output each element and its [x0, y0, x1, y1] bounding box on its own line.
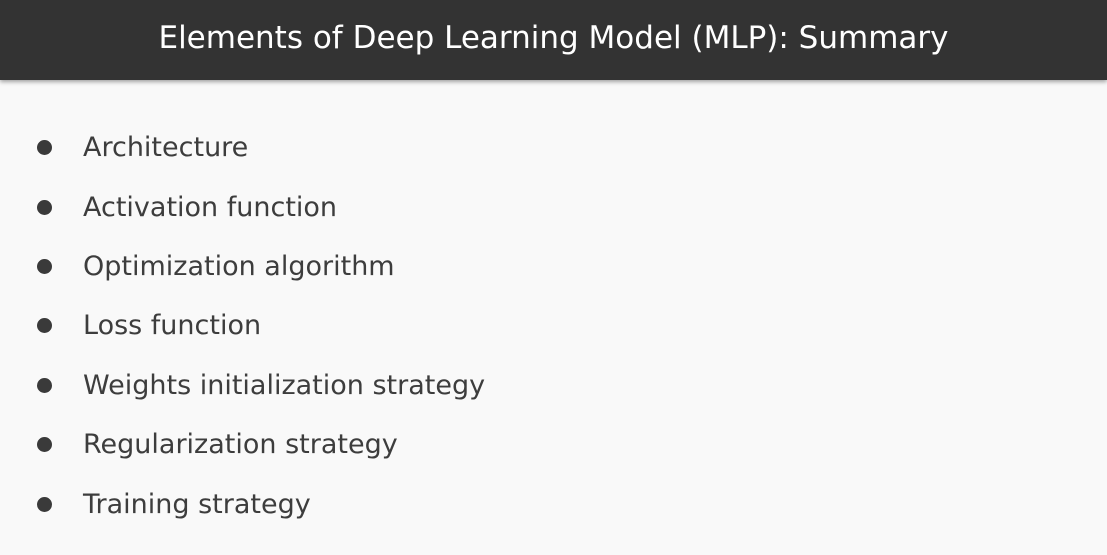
list-item-label: Training strategy: [83, 488, 311, 520]
bullet-dot-icon: [37, 496, 52, 512]
list-item-label: Loss function: [83, 310, 262, 342]
list-item-label: Architecture: [83, 132, 249, 164]
bullet-dot-icon: [37, 199, 52, 215]
bullet-dot-icon: [37, 437, 52, 453]
list-item-label: Activation function: [83, 191, 338, 223]
title-bar: Elements of Deep Learning Model (MLP): S…: [0, 0, 1107, 80]
slide-title: Elements of Deep Learning Model (MLP): S…: [158, 20, 949, 56]
bullet-dot-icon: [37, 377, 52, 393]
bullet-dot-icon: [37, 258, 52, 274]
list-item-label: Regularization strategy: [83, 429, 398, 461]
list-item-label: Optimization algorithm: [83, 250, 395, 282]
bullet-dot-icon: [37, 318, 52, 334]
bullet-dot-icon: [37, 140, 52, 156]
list-item-label: Weights initialization strategy: [83, 369, 486, 401]
